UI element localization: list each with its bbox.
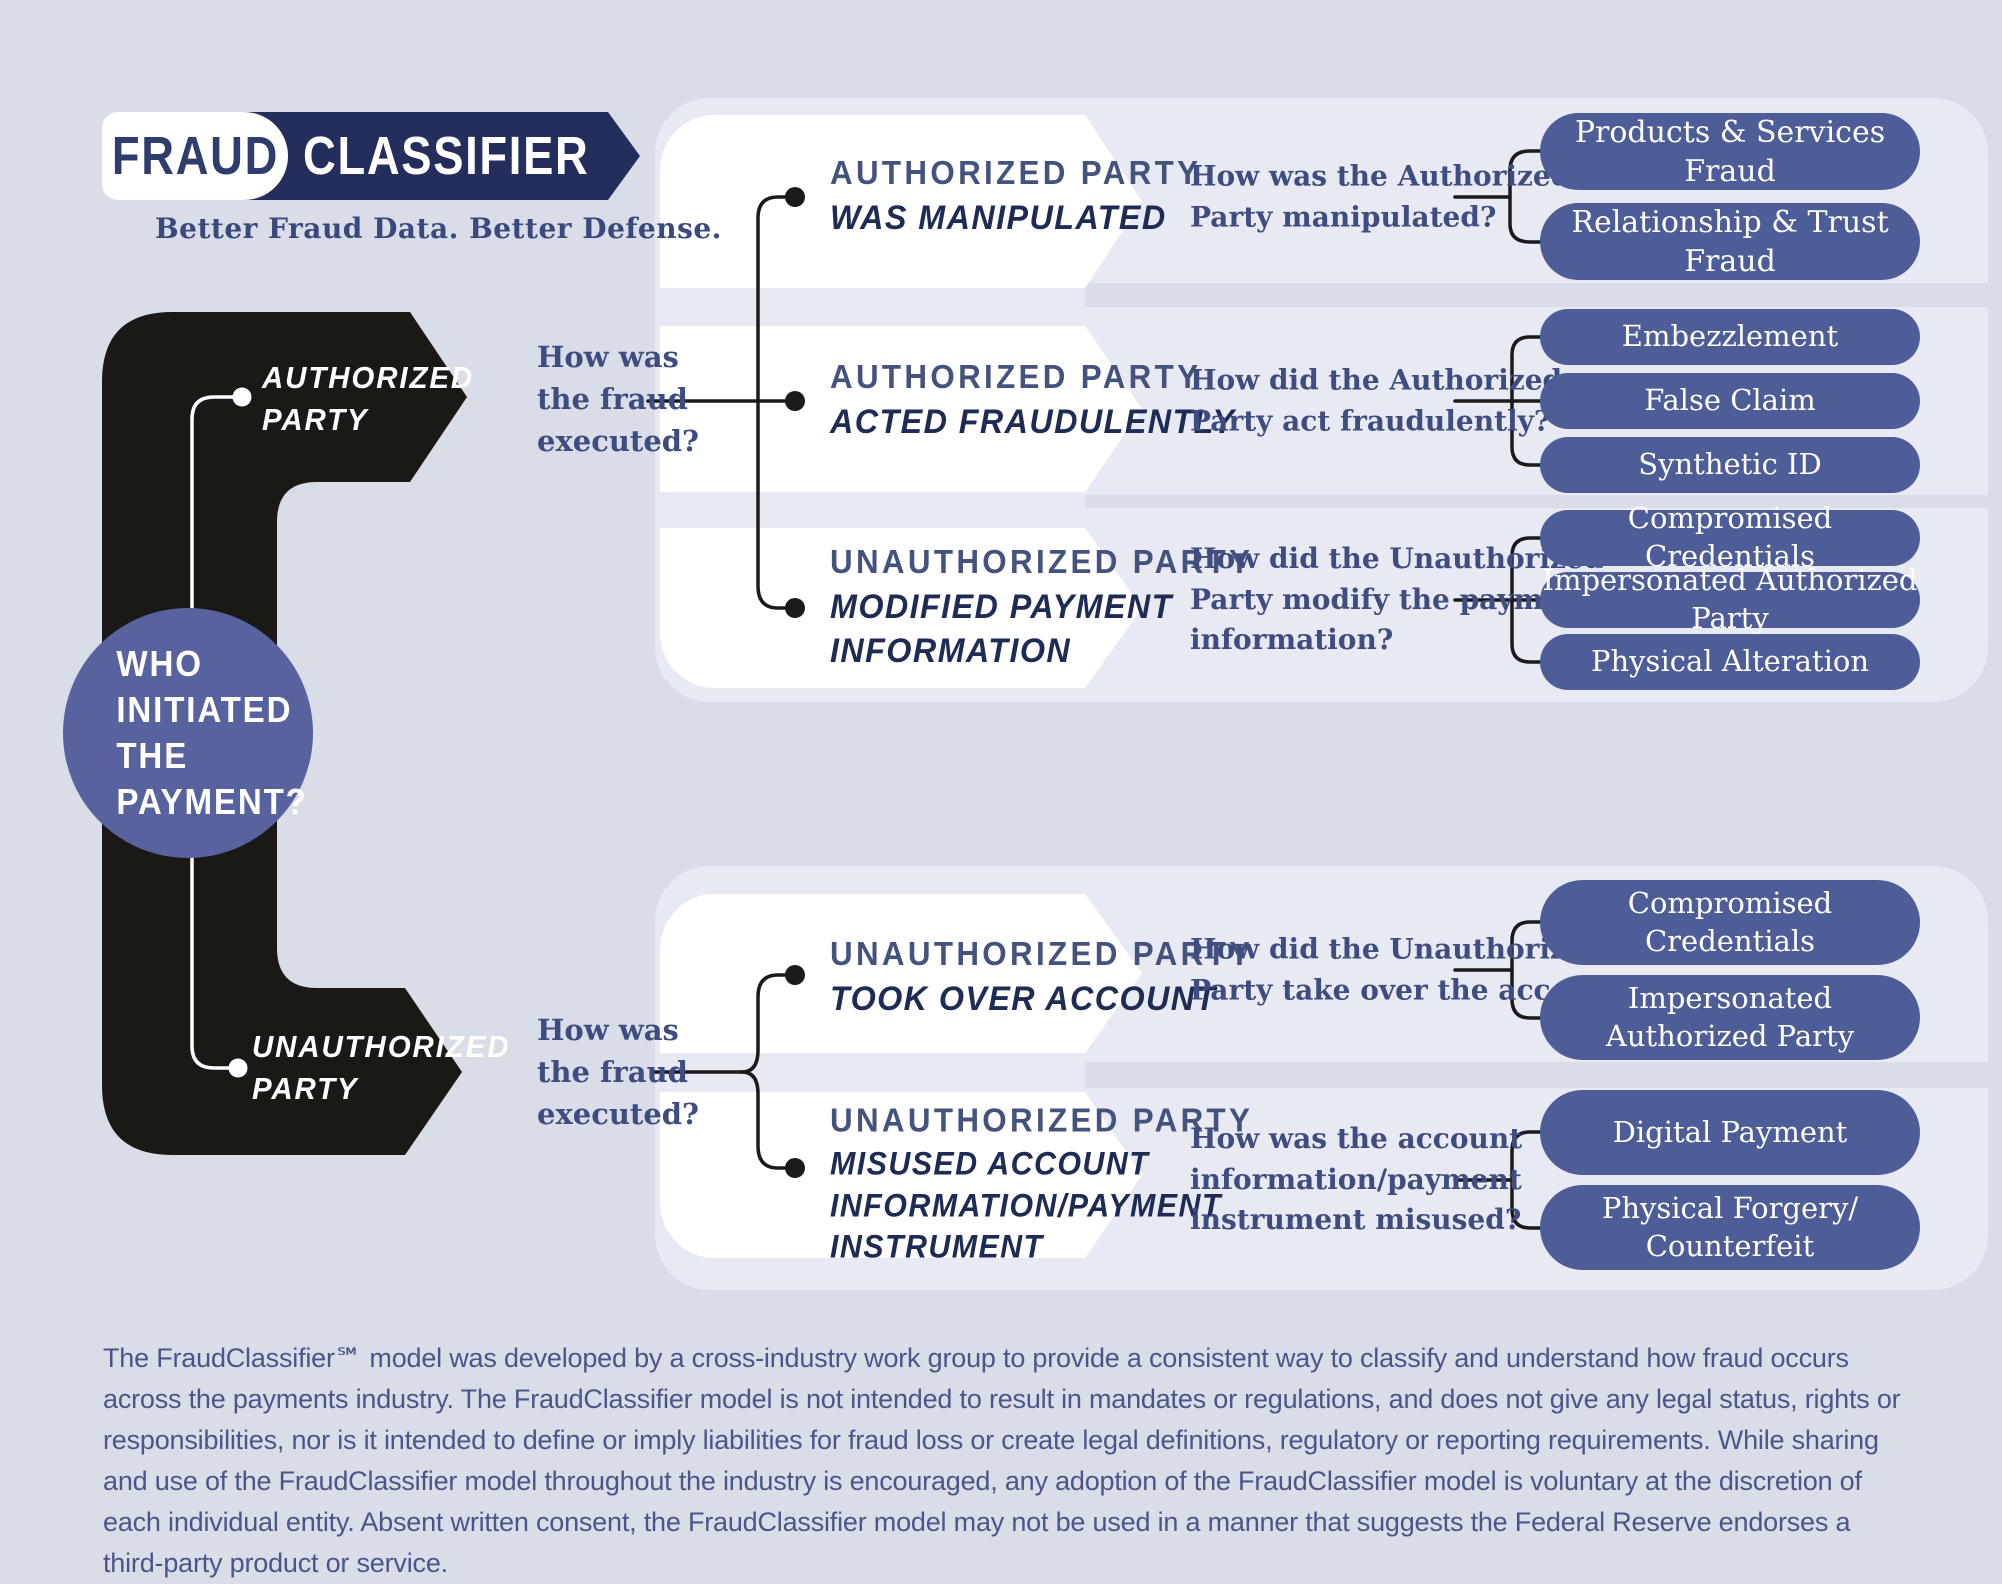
row-gap-strip	[1085, 1062, 1988, 1088]
question-acted-fraudulently: How did the Authorized Party act fraudul…	[1190, 363, 1563, 437]
pill-impersonated-authorized-party: Impersonated Authorized Party	[1540, 563, 1920, 635]
branch-heading-acted-fraudulently: AUTHORIZED PARTY ACTED FRAUDULENTLY	[830, 357, 1236, 441]
branch-row-bg	[660, 528, 1085, 688]
logo-classifier-text: CLASSIFIER	[303, 126, 590, 186]
pill-physical-alteration: Physical Alteration	[1540, 634, 1920, 690]
disclaimer-text: The FraudClassifier℠ model was developed…	[103, 1343, 1901, 1579]
root-question-circle: WHO INITIATED THE PAYMENT?	[63, 608, 313, 858]
pill-false-claim: False Claim	[1540, 373, 1920, 429]
row-gap-strip	[1085, 283, 1988, 307]
pill-relationship-trust-fraud: Relationship & Trust Fraud	[1540, 203, 1920, 280]
branch-heading-modified-payment: UNAUTHORIZED PARTY MODIFIED PAYMENT INFO…	[830, 542, 1254, 670]
branch-row-bg	[660, 894, 1085, 1053]
fraud-executed-question-bottom: How was the fraud executed?	[537, 1012, 700, 1132]
question-misused: How was the account information/payment …	[1190, 1122, 1523, 1237]
branch-heading-was-manipulated: AUTHORIZED PARTY WAS MANIPULATED	[830, 153, 1202, 237]
pill-compromised-credentials: Compromised Credentials	[1540, 501, 1920, 573]
branch-row-bg	[660, 1092, 1085, 1258]
logo-tagline: Better Fraud Data. Better Defense.	[155, 212, 722, 245]
question-manipulated: How was the Authorized Party manipulated…	[1190, 159, 1571, 233]
pill-synthetic-id: Synthetic ID	[1540, 437, 1920, 493]
branch-row-bg	[660, 115, 1085, 288]
party-dot	[228, 1058, 248, 1078]
logo-fraud-text: FRAUD	[111, 126, 279, 186]
logo-classifier-arrow: CLASSIFIER	[245, 112, 640, 200]
root-question-text: WHO INITIATED THE PAYMENT?	[116, 642, 308, 823]
row-gap-strip	[1085, 495, 1988, 508]
logo-fraud-box: FRAUD	[102, 112, 288, 200]
pill-physical-forgery-counterfeit: Physical Forgery/ Counterfeit	[1540, 1185, 1920, 1270]
branch-heading-took-over-account: UNAUTHORIZED PARTY TOOK OVER ACCOUNT	[830, 934, 1254, 1018]
pill-impersonated-authorized-party-2: Impersonated Authorized Party	[1540, 975, 1920, 1060]
pill-digital-payment: Digital Payment	[1540, 1090, 1920, 1175]
pill-embezzlement: Embezzlement	[1540, 309, 1920, 365]
pill-products-services-fraud: Products & Services Fraud	[1540, 113, 1920, 190]
unauthorized-party-label: UNAUTHORIZED PARTY	[252, 1029, 511, 1106]
pill-compromised-credentials-2: Compromised Credentials	[1540, 880, 1920, 965]
fraud-executed-question-top: How was the fraud executed?	[537, 339, 700, 459]
branch-row-bg	[660, 326, 1085, 492]
authorized-party-label: AUTHORIZED PARTY	[262, 360, 475, 437]
party-dot	[232, 387, 252, 407]
branch-heading-misused-account: UNAUTHORIZED PARTY MISUSED ACCOUNT INFOR…	[830, 1101, 1254, 1265]
